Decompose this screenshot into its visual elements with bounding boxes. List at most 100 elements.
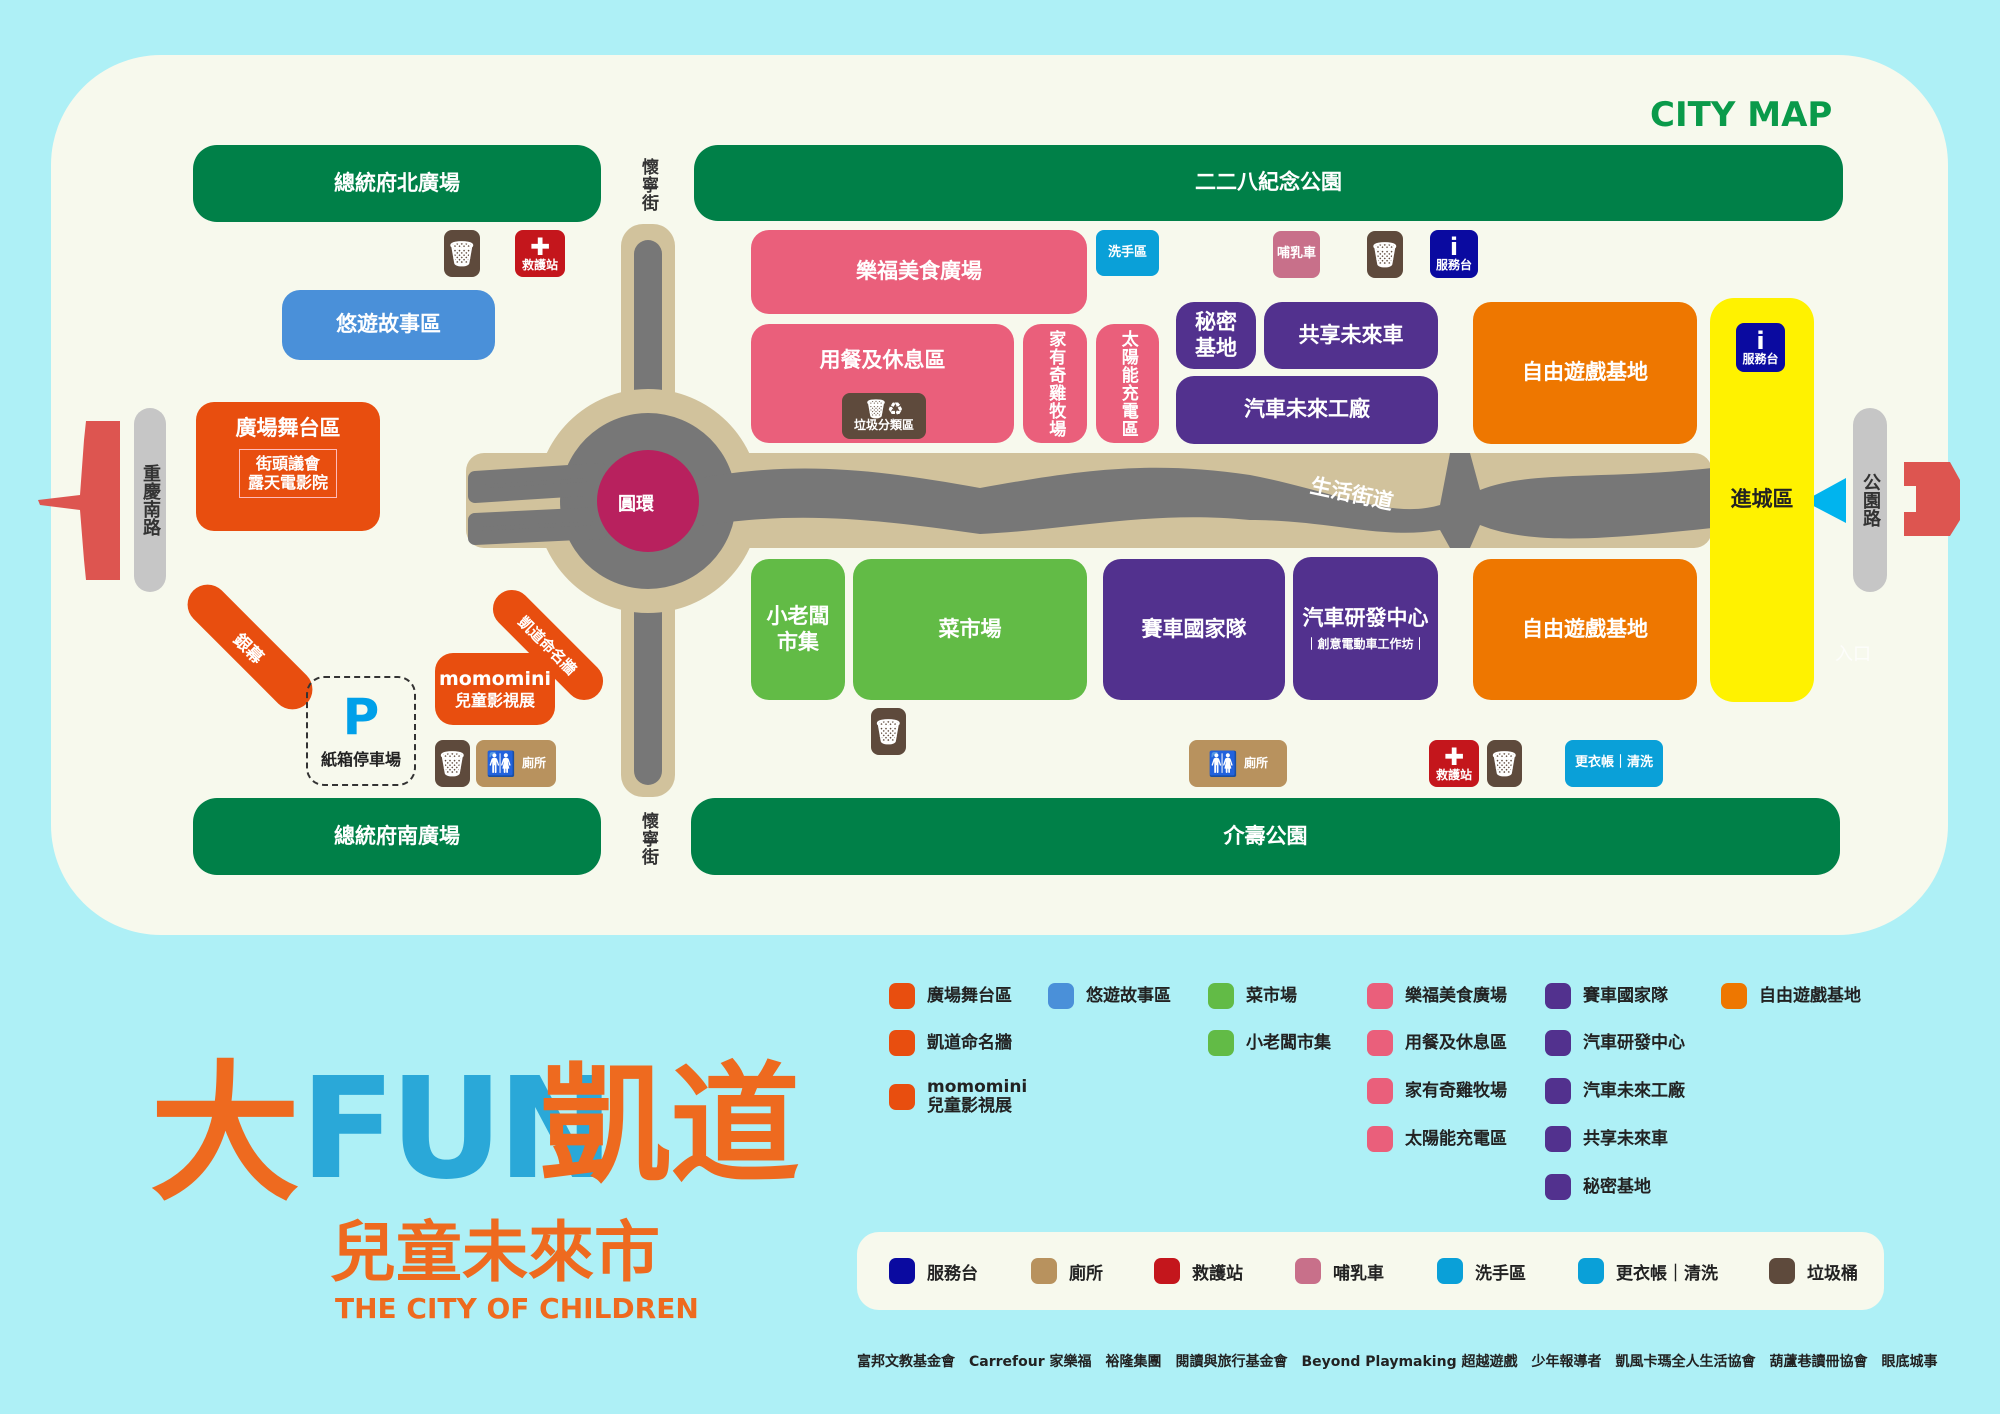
legend-label: 哺乳車 <box>1333 1263 1384 1284</box>
sponsor-logo: 葫蘆巷讀冊協會 <box>1769 1354 1868 1370</box>
legend-label: 廣場舞台區 <box>927 985 1012 1006</box>
legend-item: 家有奇雞牧場 <box>1367 1078 1507 1104</box>
story-zone[interactable]: 悠遊故事區 <box>282 290 495 360</box>
solar-charging[interactable]: 太陽能充電區 <box>1096 324 1159 443</box>
facility-legend-item: 救護站 <box>1154 1258 1243 1284</box>
legend-item: momomini 兒童影視展 <box>889 1078 1037 1115</box>
legend-item: 小老闆市集 <box>1208 1030 1331 1056</box>
logo-english: THE CITY OF CHILDREN <box>335 1292 699 1325</box>
food-plaza[interactable]: 樂福美食廣場 <box>751 230 1087 314</box>
toilet-label: 廁所 <box>1243 755 1268 770</box>
legend-label: 更衣帳｜清洗 <box>1616 1263 1718 1284</box>
street-council-label: 街頭議會 <box>255 454 320 474</box>
right-gate-shape <box>1904 462 1960 536</box>
facility-legend-item: 廁所 <box>1031 1258 1103 1284</box>
legend-swatch <box>1154 1258 1180 1284</box>
momomini-exhibit[interactable]: momomini 兒童影視展 <box>435 653 555 725</box>
legend-swatch <box>1367 1030 1393 1056</box>
first-aid-label: 救護站 <box>1435 767 1472 782</box>
toilet-label: 廁所 <box>521 755 546 770</box>
entry-zone-label: 進城區 <box>1730 487 1794 512</box>
logo-title-da: 大 <box>150 1048 301 1222</box>
car-rd-center[interactable]: 汽車研發中心 ｜創意電動車工作坊｜ <box>1293 557 1438 700</box>
chongqing-south-road: 重慶南路 <box>134 408 166 592</box>
racing-team[interactable]: 賽車國家隊 <box>1103 559 1285 700</box>
stage-sub-box: 街頭議會 露天電影院 <box>238 449 337 498</box>
first-aid-north[interactable]: ✚救護站 <box>515 230 565 277</box>
legend-item: 廣場舞台區 <box>889 983 1012 1009</box>
legend-label: 汽車研發中心 <box>1583 1032 1685 1053</box>
cardboard-parking[interactable]: P 紙箱停車場 <box>306 676 416 786</box>
sponsor-logo: 眼底城事 <box>1881 1354 1938 1370</box>
legend-item: 賽車國家隊 <box>1545 983 1668 1009</box>
legend-label: 凱道命名牆 <box>927 1032 1012 1053</box>
parking-label: 紙箱停車場 <box>320 750 401 769</box>
recycle-station[interactable]: 🗑♻ 垃圾分類區 <box>842 393 926 439</box>
secret-base[interactable]: 秘密基地 <box>1176 302 1256 369</box>
toilet-west[interactable]: 🚻 廁所 <box>476 740 556 787</box>
left-gate-shape <box>38 421 120 580</box>
share-car[interactable]: 共享未來車 <box>1264 302 1438 369</box>
outdoor-cinema-label: 露天電影院 <box>247 473 328 493</box>
trash-can-icon: 🗑 <box>435 740 470 787</box>
toilet-icon: 🚻 <box>486 749 516 778</box>
legend-item: 汽車研發中心 <box>1545 1030 1685 1056</box>
car-rd-sublabel: ｜創意電動車工作坊｜ <box>1305 636 1426 651</box>
free-play-bottom[interactable]: 自由遊戲基地 <box>1473 559 1697 700</box>
first-aid-south[interactable]: ✚救護站 <box>1429 740 1479 787</box>
free-play-top[interactable]: 自由遊戲基地 <box>1473 302 1697 444</box>
legend-label: 共享未來車 <box>1583 1128 1668 1149</box>
small-boss-market[interactable]: 小老闆市集 <box>751 559 845 700</box>
changing-tent[interactable]: 更衣帳｜清洗 <box>1565 740 1663 787</box>
event-logo: 大 FUN 凱道 兒童未來市 THE CITY OF CHILDREN <box>130 1040 810 1330</box>
momomini-label: 兒童影視展 <box>454 690 535 710</box>
toilet-south[interactable]: 🚻廁所 <box>1189 740 1287 787</box>
stage-zone[interactable]: 廣場舞台區 街頭議會 露天電影院 <box>196 402 380 531</box>
legend-label: 菜市場 <box>1246 985 1297 1006</box>
legend-label: 自由遊戲基地 <box>1759 985 1861 1006</box>
trash-can-icon: 🗑 <box>871 708 906 755</box>
dining-label: 用餐及休息區 <box>819 348 946 372</box>
legend-label: 悠遊故事區 <box>1086 985 1171 1006</box>
legend-item: 太陽能充電區 <box>1367 1126 1507 1152</box>
wash-area[interactable]: 洗手區 <box>1096 230 1159 276</box>
sponsor-logo: Beyond Playmaking 超越遊戲 <box>1301 1354 1518 1370</box>
recycle-icon: 🗑♻ <box>864 398 904 420</box>
logo-subtitle: 兒童未來市 <box>330 1214 660 1291</box>
legend-label: 賽車國家隊 <box>1583 985 1668 1006</box>
sponsor-logo: 凱風卡瑪全人生活協會 <box>1615 1354 1756 1370</box>
legend-swatch <box>1367 983 1393 1009</box>
trash-can-icon: 🗑 <box>1367 231 1403 278</box>
car-factory[interactable]: 汽車未來工廠 <box>1176 376 1438 444</box>
legend-label: 樂福美食廣場 <box>1405 985 1507 1006</box>
trash-can-icon: 🗑 <box>444 230 480 277</box>
legend-swatch <box>889 1030 915 1056</box>
legend-label: 秘密基地 <box>1583 1176 1651 1197</box>
legend-label: 小老闆市集 <box>1246 1032 1331 1053</box>
legend-swatch <box>1545 1126 1571 1152</box>
trash-can-icon: 🗑 <box>1487 740 1522 787</box>
legend-swatch <box>1721 983 1747 1009</box>
south-plaza[interactable]: 總統府南廣場 <box>193 798 601 875</box>
info-icon: i <box>1449 233 1459 262</box>
huaining-street-top: 懷寧街 <box>638 158 658 212</box>
facility-legend <box>857 1232 1884 1310</box>
chicken-farm[interactable]: 家有奇雞牧場 <box>1023 324 1087 443</box>
park-228[interactable]: 二二八紀念公園 <box>694 145 1843 221</box>
car-rd-label: 汽車研發中心 <box>1302 605 1429 630</box>
legend-label: 家有奇雞牧場 <box>1405 1080 1507 1101</box>
cross-icon: ✚ <box>1443 742 1465 771</box>
vegetable-market[interactable]: 菜市場 <box>853 559 1087 700</box>
entrance-label: 入口 <box>1835 644 1871 665</box>
legend-item: 凱道命名牆 <box>889 1030 1012 1056</box>
north-plaza[interactable]: 總統府北廣場 <box>193 145 601 222</box>
jieshou-park[interactable]: 介壽公園 <box>691 798 1840 875</box>
legend-item: 自由遊戲基地 <box>1721 983 1861 1009</box>
legend-swatch <box>1545 1174 1571 1200</box>
map-title: CITY MAP <box>1650 95 1833 135</box>
nursing-car[interactable]: 哺乳車 <box>1273 231 1320 278</box>
